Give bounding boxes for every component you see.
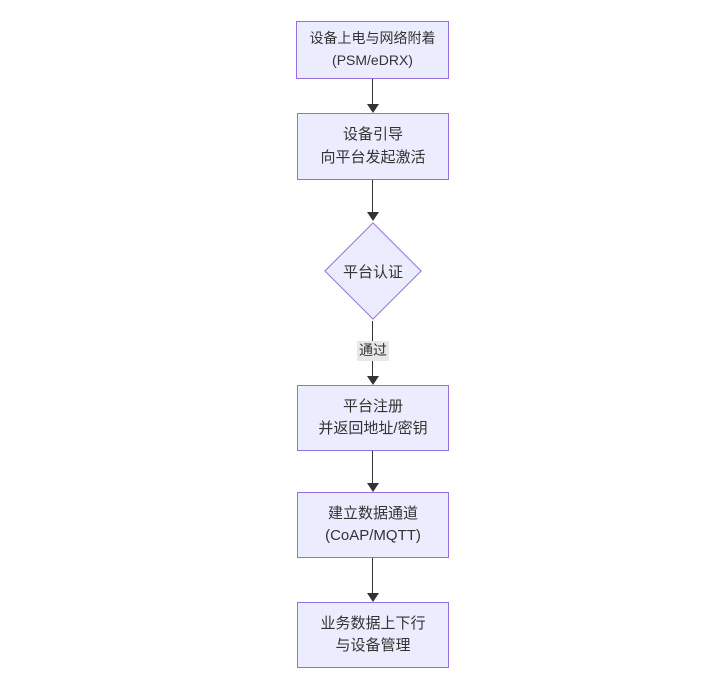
node-text-line: 设备引导 — [342, 126, 403, 143]
arrowhead-icon — [367, 212, 379, 221]
edge-line-boot-to-auth — [372, 180, 373, 213]
edge-label-pass: 通过 — [357, 341, 389, 361]
edge-line-register-to-channel — [372, 451, 373, 483]
arrowhead-icon — [367, 593, 379, 602]
node-text-line: 并返回地址/密钥 — [318, 420, 428, 437]
node-text-line: 设备上电与网络附着 — [309, 30, 436, 47]
node-text-line: 业务数据上下行 — [320, 614, 426, 632]
arrowhead-icon — [367, 104, 379, 113]
arrowhead-icon — [367, 376, 379, 385]
node-text-line: 与设备管理 — [335, 637, 411, 654]
flow-node-device-boot: 设备引导 向平台发起激活 — [297, 113, 449, 180]
flow-node-business-data: 业务数据上下行 与设备管理 — [297, 602, 449, 668]
arrowhead-icon — [367, 483, 379, 492]
edge-line-channel-to-business — [372, 558, 373, 593]
node-text-line: 平台认证 — [342, 263, 403, 281]
edge-line-power-to-boot — [372, 79, 373, 105]
flow-node-power-attach: 设备上电与网络附着 (PSM/eDRX) — [296, 21, 449, 79]
flow-node-data-channel: 建立数据通道 (CoAP/MQTT) — [297, 492, 449, 558]
node-text-line: 向平台发起激活 — [320, 148, 426, 166]
flow-node-platform-register: 平台注册 并返回地址/密钥 — [297, 385, 449, 451]
node-text-line: 建立数据通道 — [327, 504, 418, 522]
node-text-line: (CoAP/MQTT) — [325, 527, 421, 544]
flow-node-platform-auth-decision: 平台认证 — [323, 221, 423, 321]
node-text-line: (PSM/eDRX) — [332, 52, 413, 68]
node-text-line: 平台注册 — [342, 397, 403, 415]
